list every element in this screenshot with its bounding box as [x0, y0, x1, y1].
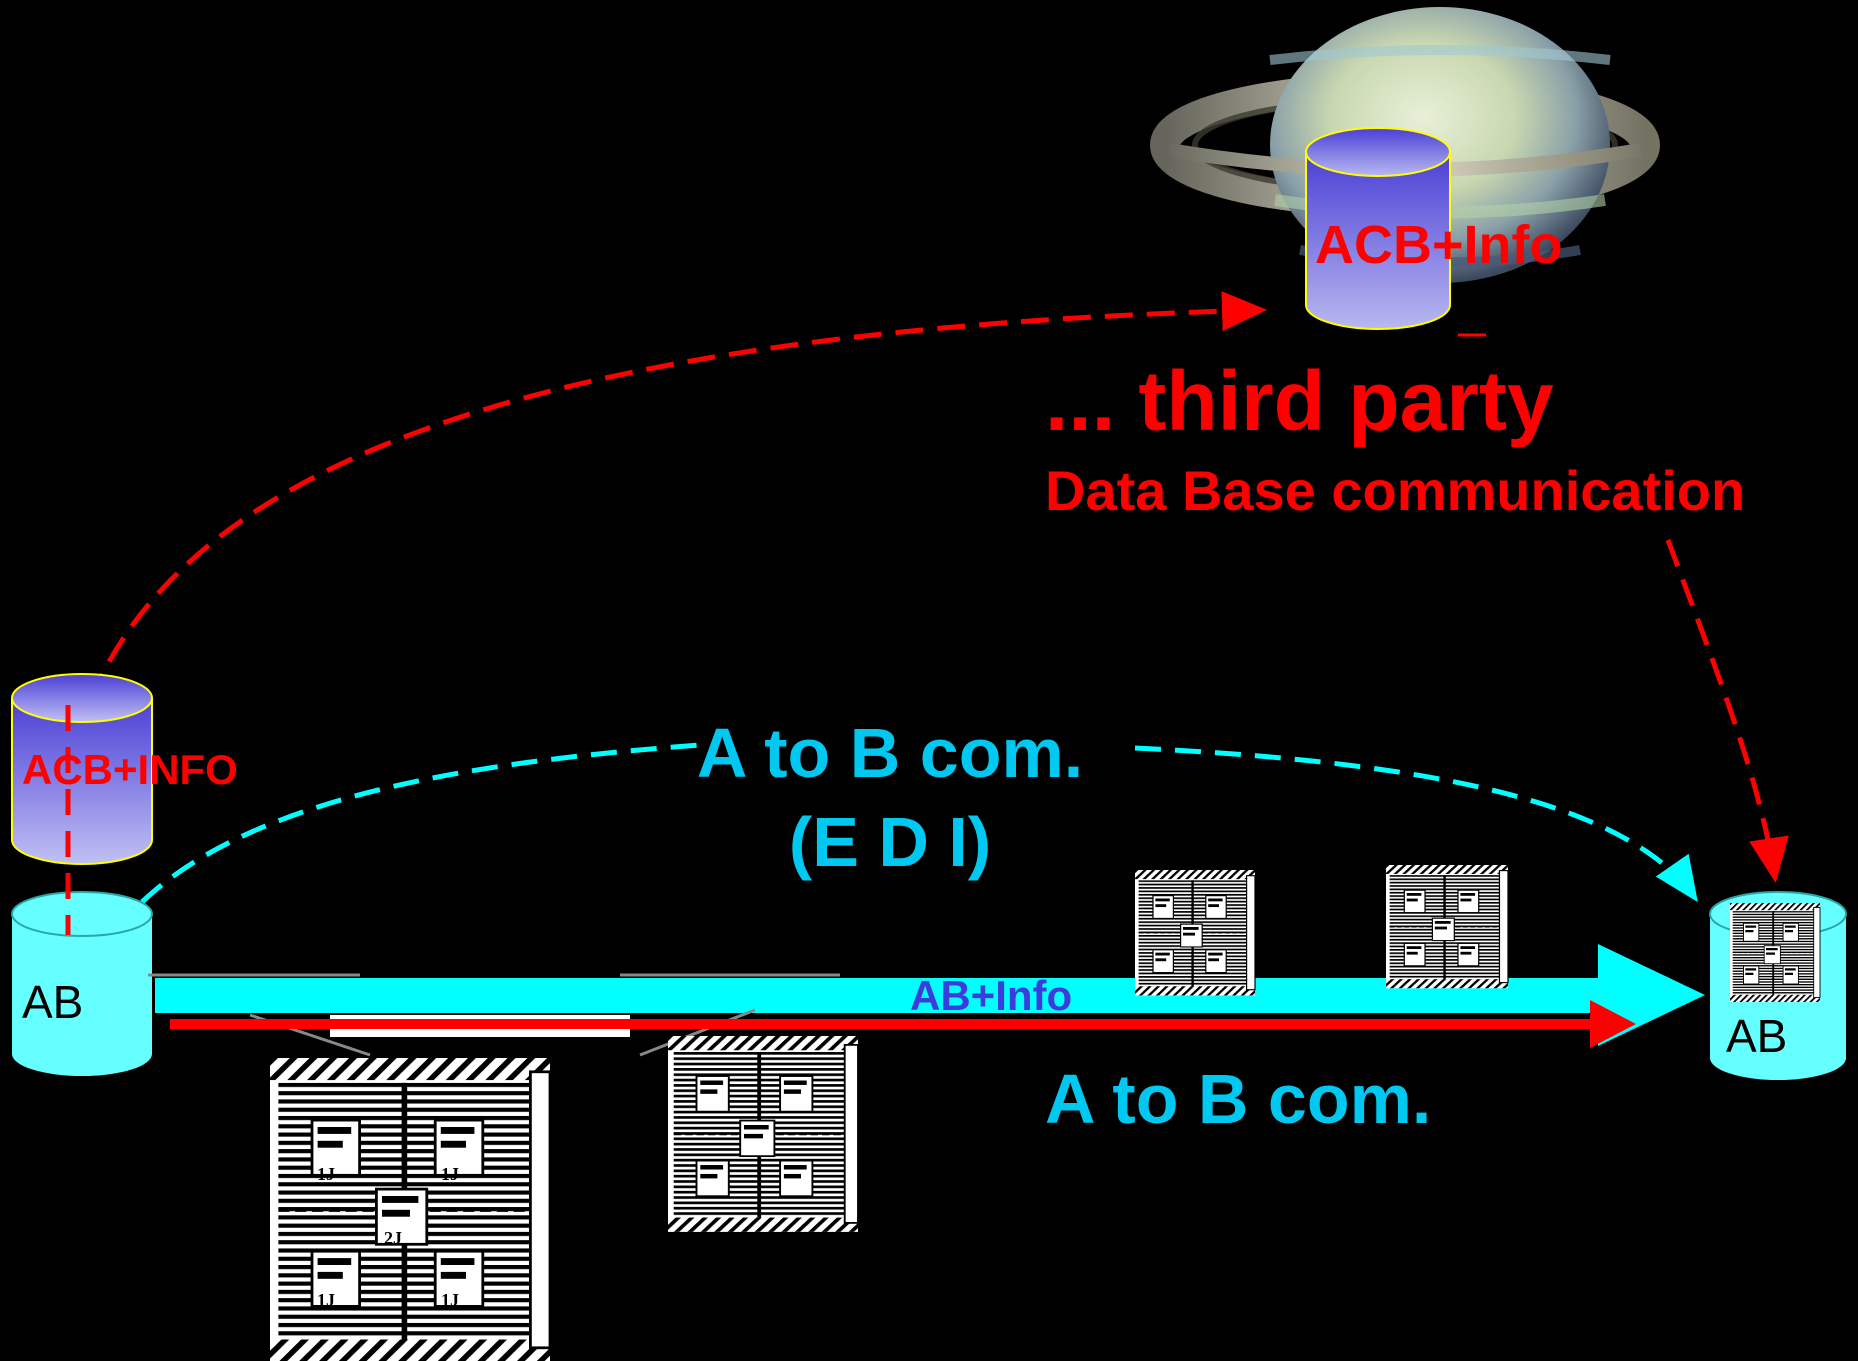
pallet-label: 1J	[317, 1164, 335, 1184]
sender-db-label: ACB+INFO	[22, 746, 238, 793]
third-party-db-label: ACB+Info	[1315, 215, 1562, 275]
physical-flow-label: AB+Info	[910, 972, 1072, 1019]
edi-arrow	[140, 742, 1695, 902]
third-party-title: ... third party	[1045, 354, 1554, 448]
pallet-label: 1J	[441, 1290, 459, 1310]
third-party-to-receiver-arrow	[1665, 539, 1789, 883]
sender-db-name: AB	[22, 976, 83, 1028]
direct-comm-label: A to B com.	[1045, 1060, 1431, 1138]
db-communication-arrow	[65, 291, 1267, 781]
sender-info-database-icon	[11, 673, 153, 865]
pallet-label: 1J	[441, 1164, 459, 1184]
physical-flow-arrow	[155, 944, 1705, 1046]
edi-label: A to B com.	[697, 714, 1083, 792]
pallet-icon	[270, 1058, 550, 1361]
pallet-label: 1J	[317, 1290, 335, 1310]
sender-database-icon	[11, 891, 153, 1076]
third-party-subtitle: Data Base communication	[1045, 459, 1745, 522]
pallet-icon	[666, 1034, 860, 1234]
receiver-db-name: AB	[1726, 1010, 1787, 1062]
pallet-icon	[1384, 863, 1510, 990]
pallet-label: 2J	[384, 1228, 402, 1248]
receiver-pallet-icon	[1729, 902, 1821, 1003]
direct-comm-arrow	[170, 1000, 1636, 1048]
edi-sublabel: (E D I)	[789, 803, 991, 881]
pallet-icon	[1133, 868, 1257, 997]
third-party-database-icon	[1305, 127, 1451, 330]
